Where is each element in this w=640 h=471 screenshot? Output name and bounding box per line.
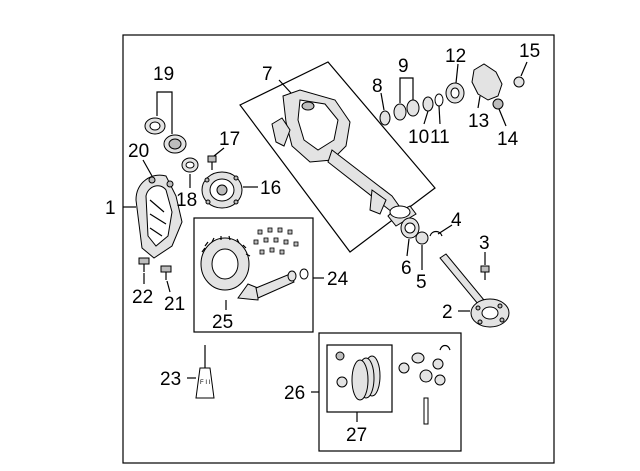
bolt-part: [207, 155, 217, 170]
callout-25: 25: [212, 312, 233, 333]
carrier-bearing-part: [144, 117, 187, 154]
part-15-shape: [513, 76, 525, 88]
clutch-pack-part: [335, 351, 381, 401]
overhaul-kit-frame: [318, 332, 462, 452]
callout-21: 21: [164, 294, 185, 315]
crush-sleeve-part: [287, 270, 297, 282]
callout-11: 11: [430, 127, 450, 148]
ring-gear-part: [200, 235, 251, 291]
part-14-shape: [492, 98, 504, 110]
drain-plug-part: [160, 265, 172, 280]
differential-cover-part: [135, 174, 183, 259]
callout-15: 15: [519, 41, 540, 62]
callout-17: 17: [219, 129, 240, 150]
leader-12: [455, 63, 459, 84]
pinion-nut-part: [299, 268, 309, 280]
housing-frame: [239, 61, 436, 253]
ring-bolts-part: [253, 227, 299, 255]
callout-19: 19: [153, 64, 174, 85]
callout-1: 1: [105, 198, 116, 219]
ring-pinion-frame: [193, 217, 314, 333]
part-4-shape: [429, 230, 443, 237]
leader-4: [437, 224, 453, 235]
leader-6: [406, 238, 410, 257]
callout-8: 8: [372, 76, 383, 97]
callout-9: 9: [398, 56, 409, 77]
leader-7: [278, 79, 292, 94]
part-13-shape: [471, 63, 503, 101]
callout-12: 12: [445, 46, 466, 67]
callout-6: 6: [401, 258, 412, 279]
callout-22: 22: [132, 287, 153, 308]
diagram-outer-frame: [122, 34, 555, 464]
spider-gears-part: [398, 344, 451, 425]
axle-shaft-part: [439, 253, 510, 328]
part-10-shape: [422, 96, 434, 112]
pinion-gear-part: [237, 273, 295, 301]
callout-24: 24: [327, 269, 349, 290]
part-9a-shape: [393, 103, 407, 121]
leader-10: [423, 110, 429, 125]
callout-23: 23: [160, 369, 181, 390]
leader-19: [156, 91, 173, 134]
callout-7: 7: [262, 64, 273, 85]
wheel-stud-part: [480, 265, 490, 280]
leader-13: [477, 95, 481, 109]
leader-15: [520, 61, 528, 77]
callout-26: 26: [284, 383, 305, 404]
callout-2: 2: [442, 302, 453, 323]
shim-part: [181, 157, 199, 173]
leader-17: [213, 147, 225, 157]
leader-8: [380, 92, 385, 111]
differential-case-part: [201, 171, 243, 209]
callout-14: 14: [497, 129, 519, 150]
sealant-tube-part: F I I: [195, 345, 215, 399]
axle-housing-part: [271, 89, 417, 227]
callout-20: 20: [128, 141, 149, 162]
part-8-shape: [379, 110, 391, 126]
callout-4: 4: [451, 210, 462, 231]
callout-10: 10: [408, 127, 429, 148]
axle-bearing-parts: [400, 217, 443, 245]
leader-20: [142, 159, 153, 177]
callout-5: 5: [416, 272, 427, 293]
fill-plug-part: [138, 257, 150, 272]
callout-16: 16: [260, 178, 281, 199]
callout-18: 18: [176, 190, 197, 211]
leader-11: [438, 105, 441, 125]
clutch-pack-frame: [326, 344, 393, 413]
callout-27: 27: [346, 425, 367, 446]
callout-3: 3: [479, 233, 490, 254]
part-5-shape: [415, 231, 429, 245]
pinion-seal-parts: [379, 63, 525, 126]
part-9b-shape: [406, 99, 420, 117]
leader-14: [498, 108, 507, 127]
leader-21: [166, 280, 171, 293]
tube-lettering: F I I: [200, 380, 211, 386]
callout-13: 13: [468, 111, 489, 132]
part-11-shape: [434, 93, 444, 107]
leader-9: [399, 77, 414, 103]
